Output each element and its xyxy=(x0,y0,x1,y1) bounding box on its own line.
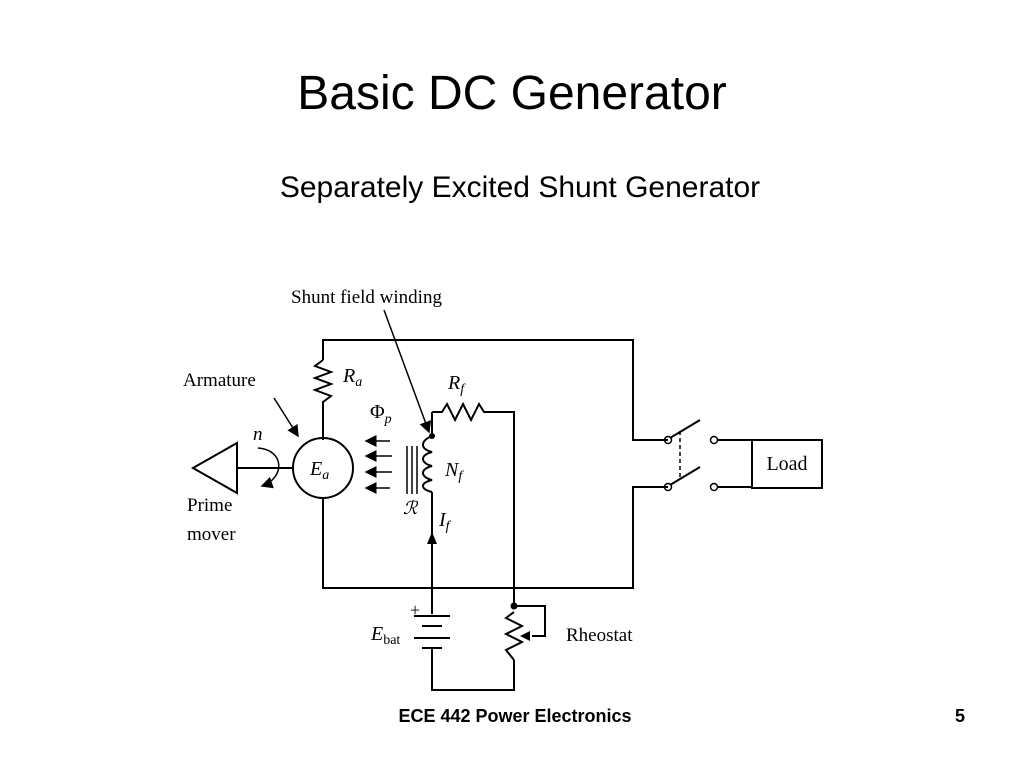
armature-pointer xyxy=(273,397,299,438)
shunt-field-pointer xyxy=(383,309,431,434)
armature-top-wire xyxy=(322,339,668,441)
load-label: Load xyxy=(766,453,807,475)
armature-label: Armature xyxy=(183,370,256,391)
rotation-arrow xyxy=(257,447,280,489)
battery-plus-label: + xyxy=(410,600,420,620)
if-arrow xyxy=(427,532,437,544)
armature-bottom-wire xyxy=(322,486,668,589)
rf-resistor xyxy=(432,401,515,606)
ea-label: Ea xyxy=(309,458,329,483)
page-number: 5 xyxy=(954,706,965,726)
rheostat-wiper xyxy=(520,631,530,641)
prime-mover-icon xyxy=(190,441,238,495)
switch-contact xyxy=(663,482,673,492)
slide-title: Basic DC Generator xyxy=(297,67,727,120)
ra-label: Ra xyxy=(342,365,362,390)
battery-return-wire xyxy=(431,648,515,691)
rheostat-label: Rheostat xyxy=(566,625,633,646)
rheostat-wiper-wire xyxy=(514,605,546,637)
slide-footer: ECE 442 Power Electronics xyxy=(398,706,632,726)
rheostat-resistor xyxy=(503,611,525,661)
slide-subtitle: Separately Excited Shunt Generator xyxy=(279,171,761,204)
reluctance-label: ℛ xyxy=(403,498,419,518)
switch-blade xyxy=(669,419,701,439)
prime-mover-label: mover xyxy=(187,524,236,545)
rf-label: Rf xyxy=(447,372,466,397)
switch-blade xyxy=(669,466,701,486)
prime-mover-label: Prime xyxy=(187,495,232,516)
speed-label: n xyxy=(253,424,263,445)
nf-label: Nf xyxy=(444,459,464,484)
ebat-label: Ebat xyxy=(370,623,400,648)
flux-label: Φp xyxy=(370,401,392,427)
shunt-field-winding-label: Shunt field winding xyxy=(291,287,442,308)
shunt-field-coil xyxy=(422,435,433,493)
field-node xyxy=(429,433,435,439)
load-box xyxy=(751,439,823,489)
ra-resistor xyxy=(312,359,334,440)
switch-contact xyxy=(663,435,673,445)
switch-contact xyxy=(709,482,719,492)
switch-contact xyxy=(709,435,719,445)
if-label: If xyxy=(438,509,452,534)
